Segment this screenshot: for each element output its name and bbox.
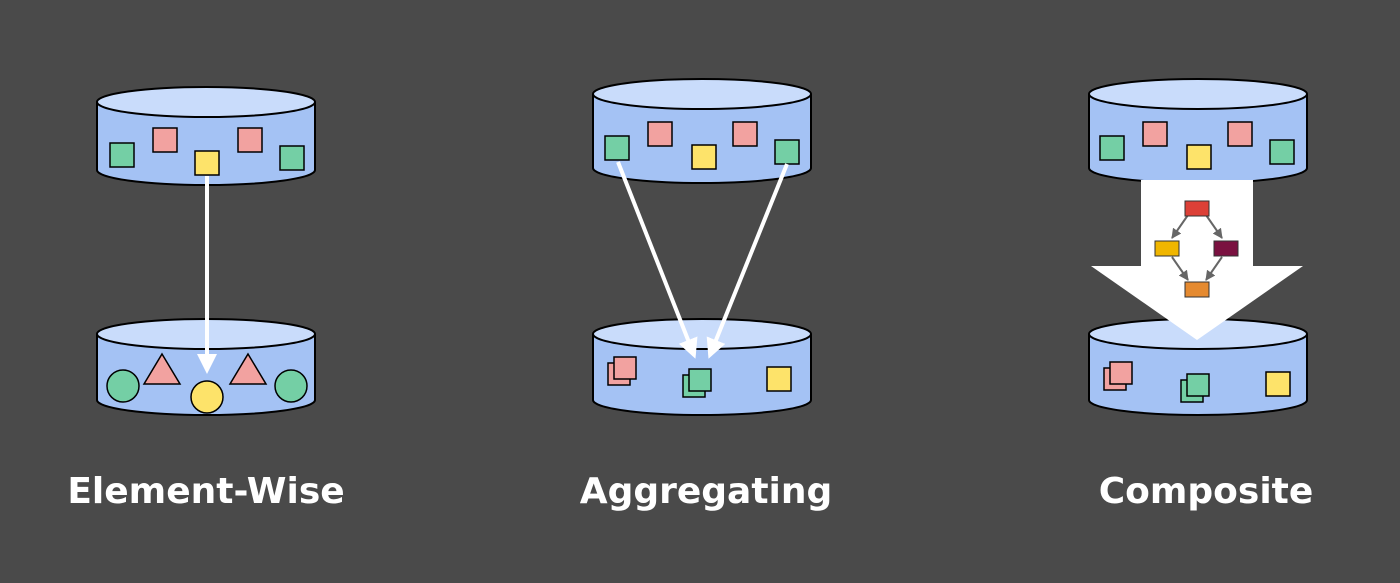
pink-square xyxy=(152,127,178,153)
pink-square xyxy=(1227,121,1253,147)
input-elements xyxy=(604,121,800,170)
stacked-green-squares xyxy=(1180,373,1210,403)
green-circle xyxy=(274,369,308,403)
yellow-square xyxy=(1265,371,1291,397)
input-collection-cylinder xyxy=(592,78,812,184)
aggregate-arrow-left xyxy=(616,161,698,359)
subgraph-icon xyxy=(1154,200,1239,298)
green-square xyxy=(604,135,630,161)
pink-square xyxy=(647,121,673,147)
pink-square xyxy=(237,127,263,153)
graph-node-maroon xyxy=(1213,240,1239,257)
green-square xyxy=(109,142,135,168)
green-circle xyxy=(106,369,140,403)
yellow-square xyxy=(766,366,792,392)
graph-node-red xyxy=(1184,200,1210,217)
input-elements xyxy=(109,127,305,176)
stacked-green-squares xyxy=(682,368,712,398)
yellow-square xyxy=(194,150,220,176)
pink-triangle xyxy=(228,352,268,385)
element-wise-label: Element-Wise xyxy=(67,471,345,512)
graph-node-yellow xyxy=(1154,240,1180,257)
green-square xyxy=(1269,139,1295,165)
composite-label: Composite xyxy=(1098,471,1314,512)
yellow-circle xyxy=(190,380,224,414)
pink-square xyxy=(1142,121,1168,147)
graph-node-orange xyxy=(1184,281,1210,298)
output-elements xyxy=(607,356,792,398)
input-collection-cylinder xyxy=(96,86,316,186)
aggregate-arrow-right xyxy=(706,163,789,359)
output-elements xyxy=(1103,361,1291,403)
aggregating-panel xyxy=(592,78,812,416)
pink-triangle xyxy=(142,352,182,385)
stacked-pink-squares xyxy=(607,356,637,386)
output-elements xyxy=(106,352,308,414)
stacked-pink-squares xyxy=(1103,361,1133,391)
composite-panel xyxy=(1088,78,1308,416)
green-square xyxy=(1099,135,1125,161)
pink-square xyxy=(732,121,758,147)
element-wise-panel xyxy=(96,86,316,416)
input-elements xyxy=(1099,121,1295,170)
yellow-square xyxy=(691,144,717,170)
yellow-square xyxy=(1186,144,1212,170)
green-square xyxy=(279,145,305,171)
composite-transform-arrow xyxy=(1091,180,1303,340)
aggregating-label: Aggregating xyxy=(579,471,833,512)
green-square xyxy=(774,139,800,165)
